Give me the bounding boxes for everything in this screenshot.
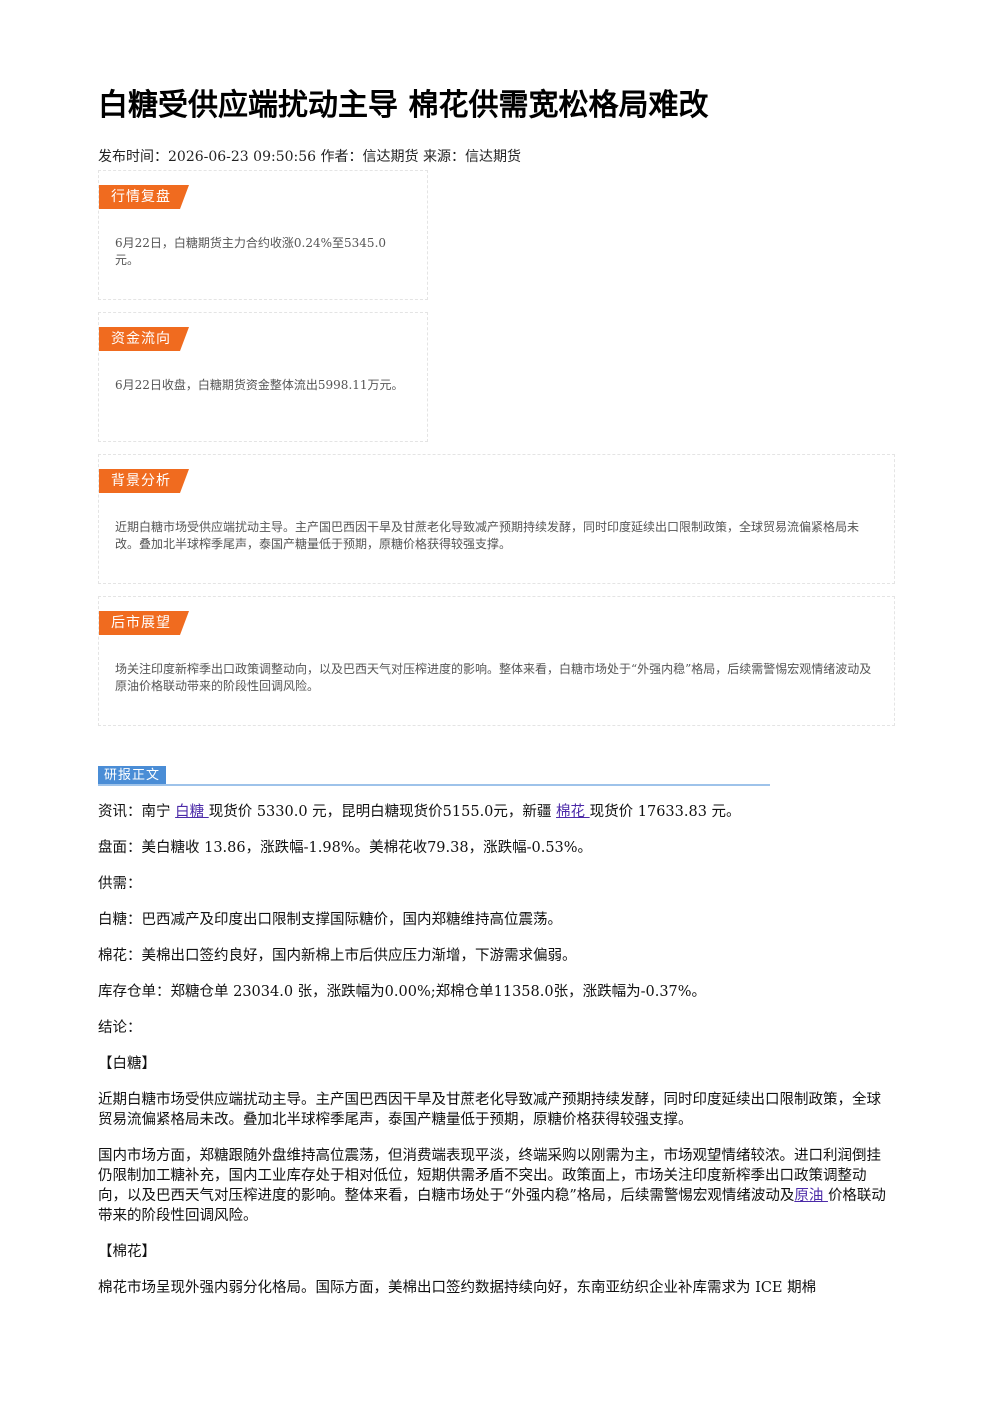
background-tag: 背景分析 — [99, 469, 189, 493]
cotton-supply-demand: 棉花：美棉出口签约良好，国内新棉上市后供应压力渐增，下游需求偏弱。 — [98, 948, 577, 964]
report-divider — [98, 784, 770, 786]
sugar-link[interactable]: 白糖 — [175, 804, 209, 820]
sugar-supply-demand: 白糖：巴西减产及印度出口限制支撑国际糖价，国内郑糖维持高位震荡。 — [98, 912, 562, 928]
warehouse-paragraph: 库存仓单：郑糖仓单 23034.0 张，涨跌幅为0.00%;郑棉仓单11358.… — [98, 984, 707, 1000]
cotton-paragraph-1: 棉花市场呈现外强内弱分化格局。国际方面，美棉出口签约数据持续向好，东南亚纺织企业… — [98, 1280, 817, 1296]
sugar-p2-before: 国内市场方面，郑糖跟随外盘维持高位震荡，但消费端表现平淡，终端采购以刚需为主，市… — [98, 1148, 881, 1204]
cotton-link[interactable]: 棉花 — [556, 804, 590, 820]
sugar-paragraph-2: 国内市场方面，郑糖跟随外盘维持高位震荡，但消费端表现平淡，终端采购以刚需为主，市… — [98, 1146, 888, 1226]
news-mid: 现货价 5330.0 元，昆明白糖现货价5155.0元，新疆 — [208, 804, 557, 820]
fund-flow-tag: 资金流向 — [99, 327, 189, 351]
article-meta: 发布时间：2026-06-23 09:50:56 作者：信达期货 来源：信达期货 — [98, 149, 521, 165]
conclusion-label: 结论： — [98, 1020, 142, 1036]
market-review-text: 6月22日，白糖期货主力合约收涨0.24%至5345.0元。 — [115, 236, 387, 267]
news-paragraph: 资讯：南宁 白糖 现货价 5330.0 元，昆明白糖现货价5155.0元，新疆 … — [98, 802, 888, 822]
market-review-tag: 行情复盘 — [99, 185, 189, 209]
background-card: 背景分析 近期白糖市场受供应端扰动主导。主产国巴西因干旱及甘蔗老化导致减产预期持… — [98, 454, 895, 584]
supply-demand-label: 供需： — [98, 876, 142, 892]
market-review-card: 行情复盘 6月22日，白糖期货主力合约收涨0.24%至5345.0元。 — [98, 170, 428, 300]
news-suffix: 现货价 17633.83 元。 — [589, 804, 741, 820]
outlook-card: 后市展望 场关注印度新榨季出口政策调整动向，以及巴西天气对压榨进度的影响。整体来… — [98, 596, 895, 726]
sugar-p2-after: 价格联动带来的阶段性回调风险。 — [98, 1188, 886, 1224]
article-title: 白糖受供应端扰动主导 棉花供需宽松格局难改 — [98, 88, 709, 123]
crude-oil-link[interactable]: 原油 — [794, 1188, 828, 1204]
sugar-paragraph-1: 近期白糖市场受供应端扰动主导。主产国巴西因干旱及甘蔗老化导致减产预期持续发酵，同… — [98, 1092, 881, 1128]
report-tag: 研报正文 — [98, 766, 167, 786]
fund-flow-text: 6月22日收盘，白糖期货资金整体流出5998.11万元。 — [115, 378, 404, 392]
fund-flow-card: 资金流向 6月22日收盘，白糖期货资金整体流出5998.11万元。 — [98, 312, 428, 442]
sugar-heading: 【白糖】 — [98, 1056, 156, 1072]
news-prefix: 资讯：南宁 — [98, 804, 176, 820]
cotton-heading: 【棉花】 — [98, 1244, 156, 1260]
outlook-text: 场关注印度新榨季出口政策调整动向，以及巴西天气对压榨进度的影响。整体来看，白糖市… — [115, 662, 872, 693]
background-text: 近期白糖市场受供应端扰动主导。主产国巴西因干旱及甘蔗老化导致减产预期持续发酵，同… — [115, 520, 860, 551]
futures-paragraph: 盘面：美白糖收 13.86，涨跌幅-1.98%。美棉花收79.38，涨跌幅-0.… — [98, 840, 593, 856]
outlook-tag: 后市展望 — [99, 611, 189, 635]
